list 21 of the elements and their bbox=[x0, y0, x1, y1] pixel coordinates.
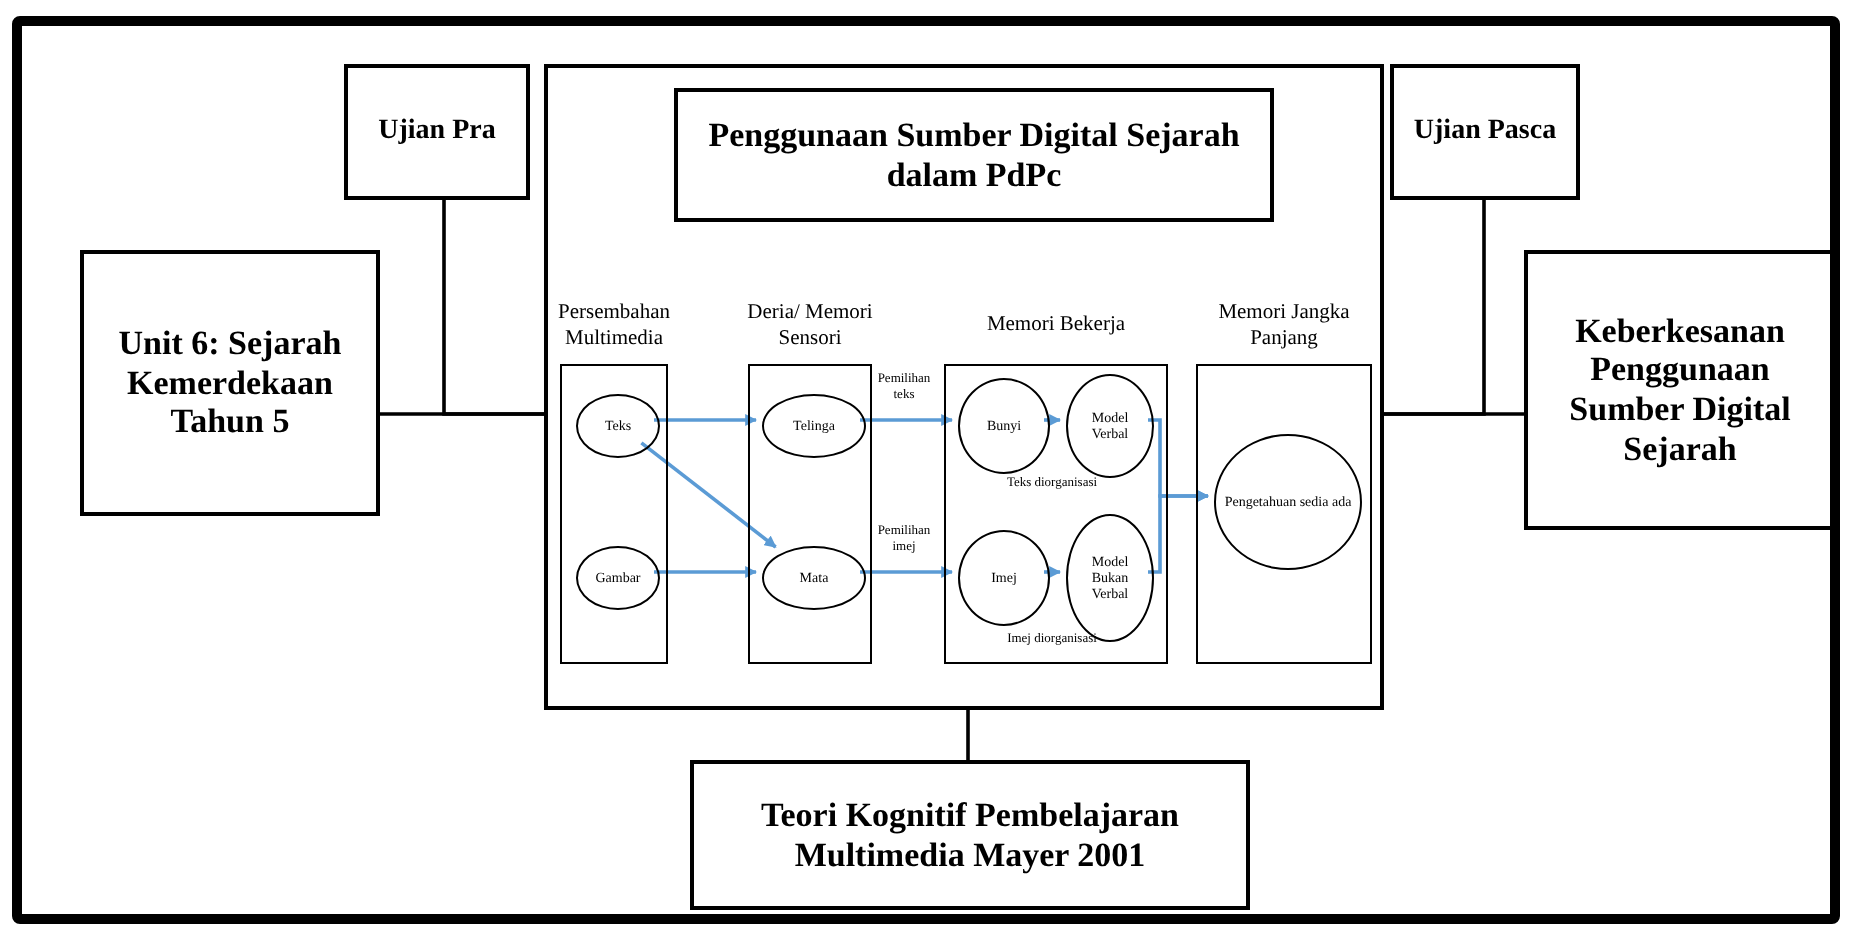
concept-box: Keberkesanan Penggunaan Sumber Digital Sejarah bbox=[1524, 250, 1836, 530]
connector-line bbox=[966, 710, 970, 760]
arrow bbox=[860, 414, 954, 426]
arrow bbox=[654, 414, 758, 426]
arrow bbox=[860, 566, 954, 578]
connector-line bbox=[442, 200, 544, 416]
test-box: Ujian Pasca bbox=[1390, 64, 1580, 200]
column-heading: Persembahan Multimedia bbox=[556, 299, 672, 354]
test-box: Ujian Pra bbox=[344, 64, 530, 200]
arrow bbox=[1044, 566, 1062, 578]
arrow bbox=[1044, 414, 1062, 426]
arrow bbox=[640, 441, 777, 549]
column-heading: Memori Bekerja bbox=[984, 312, 1128, 341]
theory-box: Teori Kognitif Pembelajaran Multimedia Mayer 2001 bbox=[690, 760, 1250, 910]
column-heading: Deria/ Memori Sensori bbox=[745, 299, 875, 354]
connector-line bbox=[1384, 412, 1524, 416]
framework-panel bbox=[544, 64, 1384, 710]
column-heading: Memori Jangka Panjang bbox=[1216, 299, 1352, 354]
arrow bbox=[654, 566, 758, 578]
concept-box: Unit 6: Sejarah Kemerdekaan Tahun 5 bbox=[80, 250, 380, 516]
title-box: Penggunaan Sumber Digital Sejarah dalam PdPc bbox=[674, 88, 1274, 222]
